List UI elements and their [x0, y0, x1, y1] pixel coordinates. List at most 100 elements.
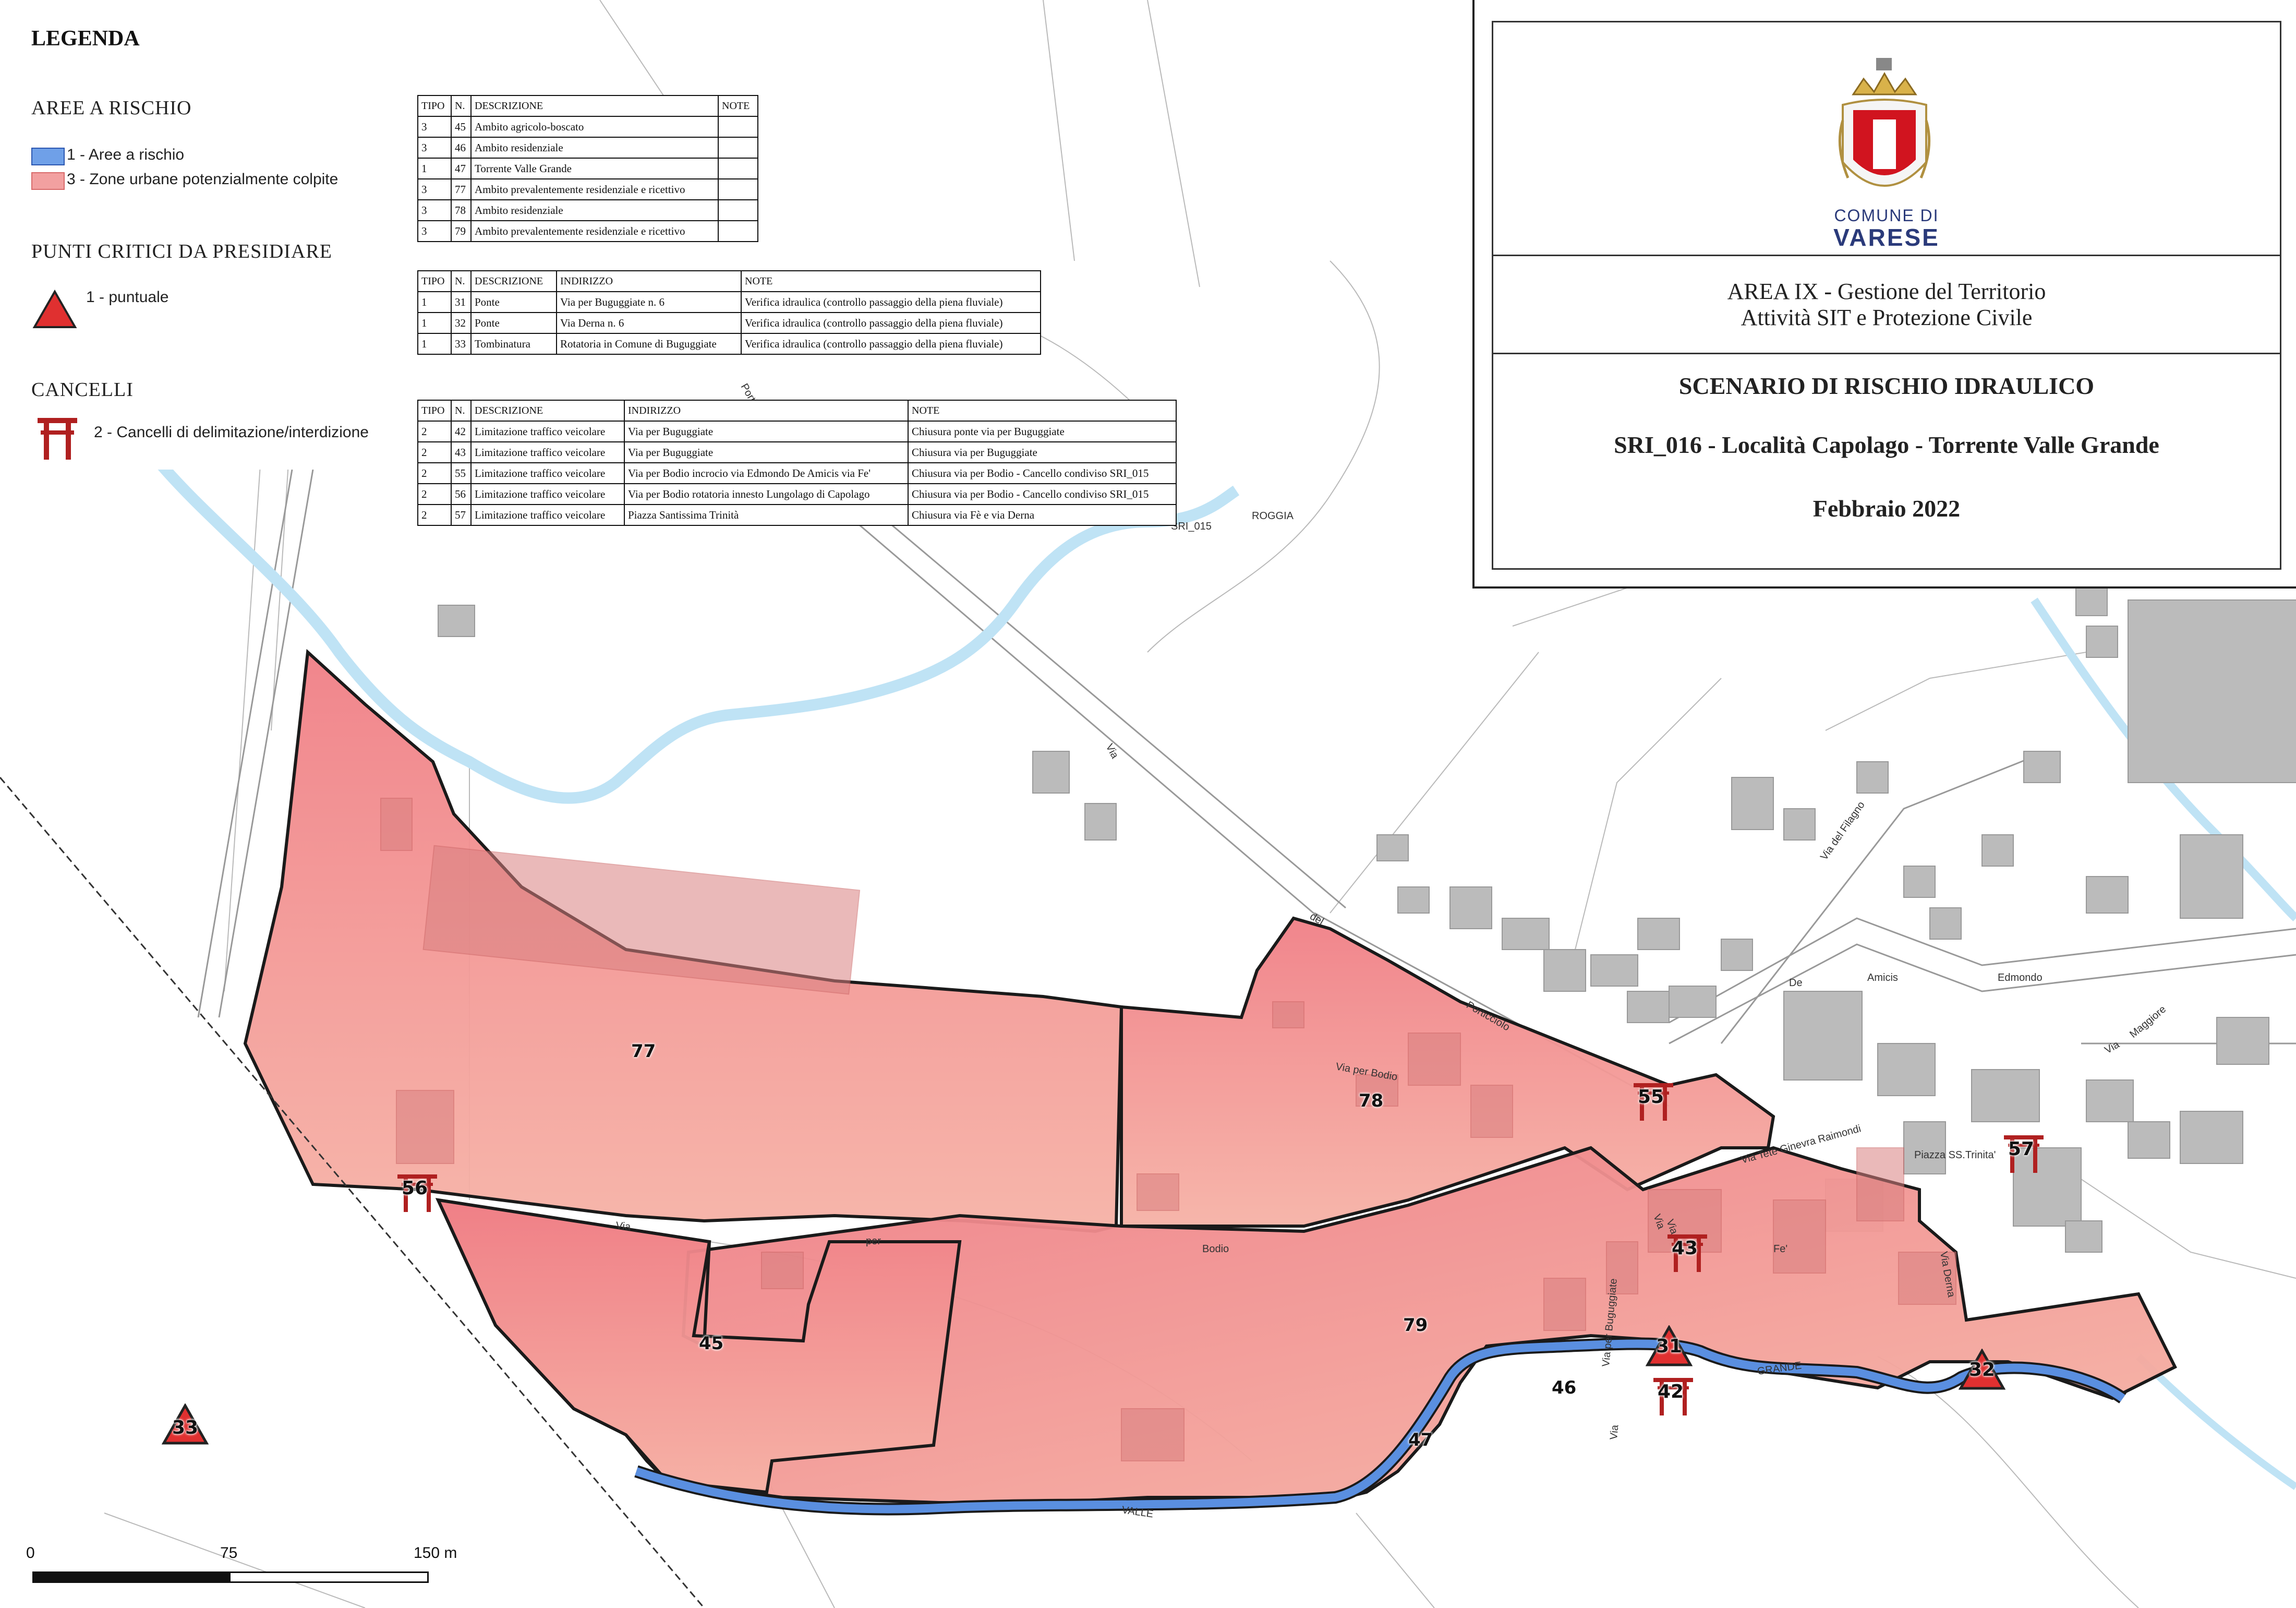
- table-cell: 1: [417, 333, 452, 355]
- municipal-boundary: [0, 777, 705, 1608]
- zone-label-46: 46: [1552, 1377, 1577, 1398]
- street-label: per: [866, 1235, 881, 1247]
- scalebar: [32, 1571, 429, 1583]
- street-label: Via: [1608, 1424, 1621, 1440]
- legend-punti-heading: PUNTI CRITICI DA PRESIDIARE: [31, 241, 332, 262]
- table-cell: Ambito residenziale: [470, 199, 719, 221]
- street-label: Edmondo: [1998, 972, 2043, 983]
- zone-label-78: 78: [1359, 1090, 1384, 1111]
- table-header-cell: N.: [451, 270, 472, 292]
- table-header-cell: N.: [451, 400, 472, 422]
- table-cell: 1: [417, 291, 452, 313]
- legend-swatch-aree-rischio: [31, 148, 65, 165]
- torii-gate-icon: [38, 418, 77, 460]
- table-cell: 47: [451, 158, 472, 179]
- table-cell: 43: [451, 441, 472, 463]
- table-cell: 3: [417, 220, 452, 242]
- table-cell: [718, 199, 758, 221]
- torii-gate-icon: [2004, 1135, 2044, 1173]
- legend-item-aree-rischio: 1 - Aree a rischio: [67, 146, 185, 163]
- scenario-title: SCENARIO DI RISCHIO IDRAULICO: [1678, 373, 2095, 399]
- triangle-icon: [1958, 1348, 2006, 1390]
- table-cell: Chiusura ponte via per Buguggiate: [908, 421, 1177, 442]
- table-cell: Via per Buguggiate: [624, 441, 909, 463]
- stream-roggia: [152, 455, 1240, 804]
- torii-gate-icon: [1634, 1083, 1673, 1121]
- table-cell: 2: [417, 421, 452, 442]
- gate-marker-57[interactable]: 57: [2003, 1132, 2045, 1174]
- zone-label-77: 77: [631, 1041, 656, 1062]
- table-header-cell: NOTE: [741, 270, 1041, 292]
- street-label: Via del Filagno: [1818, 799, 1867, 862]
- triangle-icon: [1645, 1324, 1693, 1366]
- divider: [1493, 255, 2280, 256]
- table-cell: Verifica idraulica (controllo passaggio …: [741, 312, 1041, 334]
- table-cell: 2: [417, 504, 452, 526]
- legend-title: LEGENDA: [31, 27, 140, 51]
- table-cell: Chiusura via per Bodio - Cancello condiv…: [908, 483, 1177, 505]
- gate-marker-43[interactable]: 43: [1666, 1231, 1708, 1273]
- table-cell: 2: [417, 462, 452, 484]
- table-cell: Ambito residenziale: [470, 137, 719, 159]
- table-cell: Limitazione traffico veicolare: [470, 421, 625, 442]
- table-cell: Via per Buguggiate n. 6: [556, 291, 742, 313]
- table-cell: 77: [451, 178, 472, 200]
- table-cell: 1: [417, 158, 452, 179]
- table-header-row: TIPO N. DESCRIZIONE INDIRIZZO NOTE: [417, 400, 1177, 422]
- table-cell: Via per Bodio rotatoria innesto Lungolag…: [624, 483, 909, 505]
- table-header-row: TIPO N. DESCRIZIONE NOTE: [417, 95, 758, 117]
- point-marker-33[interactable]: 33: [161, 1402, 209, 1445]
- table-cell: Tombinatura: [470, 333, 557, 355]
- gate-marker-55[interactable]: 55: [1633, 1080, 1674, 1122]
- street-label: SRI_015: [1171, 521, 1212, 532]
- legend-item-puntuale: 1 - puntuale: [86, 289, 169, 306]
- point-marker-32[interactable]: 32: [1958, 1348, 2006, 1390]
- point-marker-31[interactable]: 31: [1645, 1324, 1693, 1367]
- street-label: Via: [1104, 742, 1121, 761]
- street-label: Maggiore: [2128, 1003, 2168, 1040]
- table-cell: 3: [417, 116, 452, 138]
- buildings: [438, 584, 2296, 1253]
- table-cell: [718, 158, 758, 179]
- legend-panel: LEGENDA AREE A RISCHIO 1 - Aree a rischi…: [0, 0, 417, 470]
- torii-gate-icon: [1653, 1378, 1693, 1415]
- area-line-1: AREA IX - Gestione del Territorio: [1727, 279, 2046, 304]
- table-cell: 56: [451, 483, 472, 505]
- table-cell: 2: [417, 441, 452, 463]
- street-label: ROGGIA: [1252, 510, 1294, 522]
- table-cell: Ponte: [470, 291, 557, 313]
- table-cell: Via per Bodio incrocio via Edmondo De Am…: [624, 462, 909, 484]
- table-cell: Torrente Valle Grande: [470, 158, 719, 179]
- gate-marker-56[interactable]: 56: [396, 1171, 438, 1213]
- legend-cancelli-heading: CANCELLI: [31, 379, 134, 401]
- table-cell: Ambito agricolo-boscato: [470, 116, 719, 138]
- table-cell: Ponte: [470, 312, 557, 334]
- gate-marker-42[interactable]: 42: [1652, 1375, 1694, 1417]
- torii-gate-icon: [397, 1174, 437, 1212]
- title-block-frame: COMUNE DI VARESE AREA IX - Gestione del …: [1492, 21, 2281, 570]
- table-cell: 31: [451, 291, 472, 313]
- divider: [1493, 353, 2280, 354]
- legend-swatch-zone-urbane: [31, 172, 65, 190]
- table-cell: Limitazione traffico veicolare: [470, 483, 625, 505]
- table-cell: 33: [451, 333, 472, 355]
- table-cell: Via per Buguggiate: [624, 421, 909, 442]
- triangle-icon: [161, 1402, 209, 1445]
- table-header-cell: DESCRIZIONE: [470, 400, 625, 422]
- table-cell: [718, 137, 758, 159]
- scenario-date: Febbraio 2022: [1812, 495, 1961, 522]
- table-header-cell: INDIRIZZO: [556, 270, 742, 292]
- street-label: Bodio: [1202, 1243, 1229, 1255]
- table-header-cell: INDIRIZZO: [624, 400, 909, 422]
- street-label: Via: [2103, 1039, 2122, 1057]
- table-cell: 42: [451, 421, 472, 442]
